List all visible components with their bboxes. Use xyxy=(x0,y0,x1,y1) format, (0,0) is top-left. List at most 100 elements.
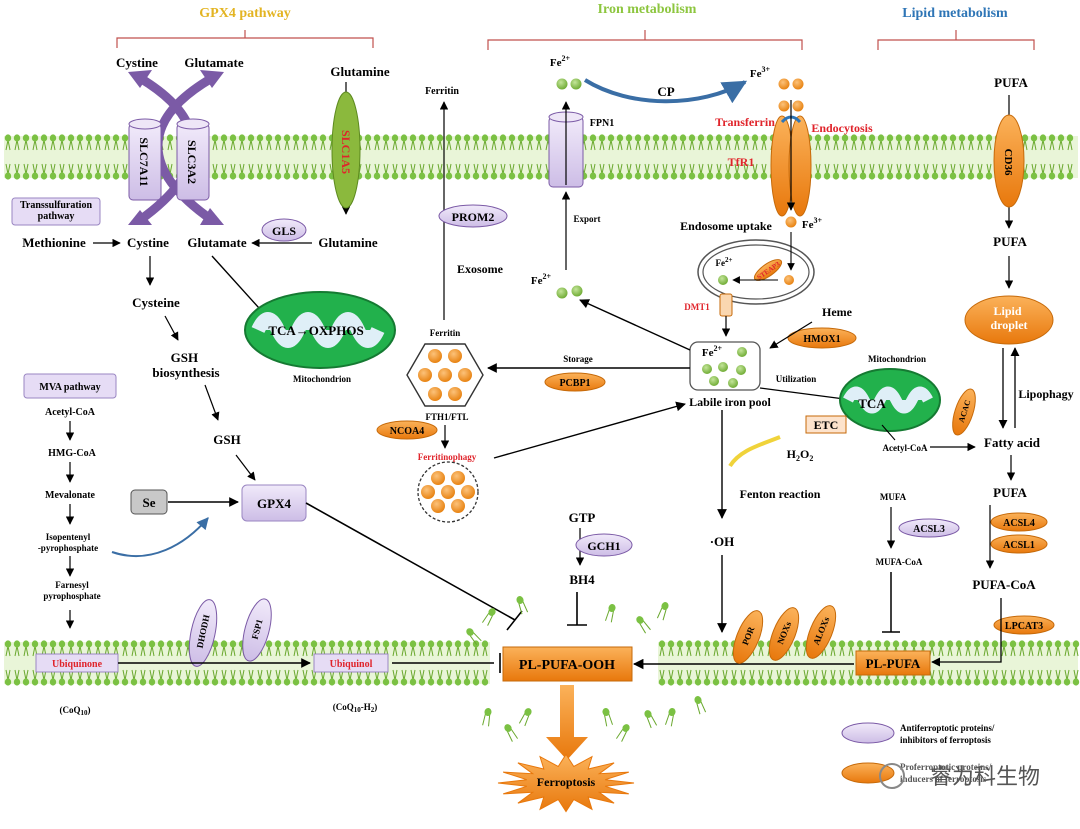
slc7a11-transporter: SLC7A11 xyxy=(128,118,162,201)
lipid-droplet-text: Lipid xyxy=(993,304,1021,318)
mva-step-acetylcoa: Acetyl-CoA xyxy=(45,407,96,418)
transferrin-label: Transferrin xyxy=(715,115,775,129)
tfr1-label: TfR1 xyxy=(728,155,755,169)
mva-step-mevalonate: Mevalonate xyxy=(45,490,96,501)
legend-pro-text: Proferroptotic proteins/ inducers of fer… xyxy=(900,762,993,784)
h2o2-label: H2O2 xyxy=(787,447,814,463)
ferroptosis-arrow xyxy=(546,685,588,760)
ncoa4-label: NCOA4 xyxy=(390,426,424,437)
heme-label: Heme xyxy=(822,305,853,319)
endosome: Fe2+ STEAP3 xyxy=(697,232,815,305)
noxs-enzyme: NOXs xyxy=(768,607,800,661)
lipophagy-label: Lipophagy xyxy=(1018,387,1073,401)
acsl3-label: ACSL3 xyxy=(913,524,945,535)
pufa-top-label: PUFA xyxy=(994,75,1028,90)
cd36-label: CD36 xyxy=(1002,149,1014,176)
pl-pufa-label: PL-PUFA xyxy=(866,656,921,671)
cp-label: CP xyxy=(657,84,674,99)
acsl1-label: ACSL1 xyxy=(1003,540,1035,551)
bh4-label: BH4 xyxy=(569,572,595,587)
mitochondrion-right: Mitochondrion TCA xyxy=(839,354,941,432)
pufa-2-label: PUFA xyxy=(993,234,1027,249)
legend-anti-swatch xyxy=(841,722,895,744)
hmox1-label: HMOX1 xyxy=(803,334,840,345)
watermark-text: 睿为科生物 xyxy=(930,764,1040,789)
pl-pufa-ooh-label: PL-PUFA-OOH xyxy=(519,658,615,673)
ncoa4-protein: NCOA4 xyxy=(376,420,438,440)
mitochondrion-left-label: Mitochondrion xyxy=(293,374,351,384)
slc3a2-transporter: SLC3A2 xyxy=(176,118,210,201)
ferritinophagy-label: Ferritinophagy xyxy=(418,452,477,462)
gsh-biosynthesis-label: GSH biosynthesis xyxy=(152,350,219,380)
section-header-lipid: Lipid metabolism xyxy=(877,6,1035,50)
gsh-biosynthesis-text: GSH xyxy=(171,350,198,365)
legend-anti-label: Antiferroptotic proteins/ xyxy=(900,723,995,733)
gsh-label: GSH xyxy=(213,432,240,447)
legend-anti-text: Antiferroptotic proteins/ inhibitors of … xyxy=(900,723,997,745)
pufa-3-label: PUFA xyxy=(993,485,1027,500)
gch1-label: GCH1 xyxy=(587,539,620,553)
fpn1-transporter: FPN1 xyxy=(548,101,614,188)
tca-oxphos-label: TCA→OXPHOS xyxy=(268,323,363,338)
autophagosome xyxy=(417,461,479,523)
ferroptosis-burst: Ferroptosis xyxy=(497,753,635,813)
ferritin-cage xyxy=(406,343,484,407)
pcbp1-label: PCBP1 xyxy=(559,378,590,389)
acsl1-enzyme: ACSL1 xyxy=(990,534,1048,554)
lip-label: Labile iron pool xyxy=(689,395,771,409)
glutamine-extracellular-label: Glutamine xyxy=(330,64,389,79)
endosome-uptake-label: Endosome uptake xyxy=(680,219,772,233)
glutamine-label: Glutamine xyxy=(318,235,377,250)
prom2-protein: PROM2 xyxy=(438,204,508,228)
watermark: 睿为科生物 xyxy=(879,763,1040,789)
gls-enzyme: GLS xyxy=(261,218,307,242)
gpx4-label: GPX4 xyxy=(257,496,291,511)
utilization-label: Utilization xyxy=(776,374,817,384)
etc-label: ETC xyxy=(814,418,839,432)
section-title-lipid: Lipid metabolism xyxy=(902,6,1008,21)
fsp1-protein: FSP1 xyxy=(242,598,272,662)
gch1-enzyme: GCH1 xyxy=(575,533,633,557)
slc1a5-transporter: SLC1A5 xyxy=(331,82,361,215)
storage-label: Storage xyxy=(563,354,593,364)
mitochondrion-left: TCA→OXPHOS Mitochondrion xyxy=(244,291,396,384)
glutamate-label: Glutamate xyxy=(187,235,246,250)
tfr1-receptor xyxy=(770,100,812,217)
coq10-label: (CoQ10) xyxy=(60,705,91,717)
etc-box: ETC xyxy=(805,415,847,434)
pcbp1-protein: PCBP1 xyxy=(544,372,606,392)
mufa-label: MUFA xyxy=(880,492,907,502)
tca-right-label: TCA xyxy=(858,396,886,411)
selenium-box: Se xyxy=(130,489,168,515)
export-label: Export xyxy=(574,214,601,224)
legend-pro-label: Proferroptotic proteins/ xyxy=(900,762,992,772)
pl-pufa-ooh-box: PL-PUFA-OOH xyxy=(502,646,633,682)
lpcat3-enzyme: LPCAT3 xyxy=(993,615,1055,635)
aloxs-enzyme: ALOXs xyxy=(805,605,837,659)
lpcat3-label: LPCAT3 xyxy=(1005,621,1043,632)
ferroptosis-label: Ferroptosis xyxy=(537,775,596,789)
cystine-extracellular-label: Cystine xyxy=(116,55,158,70)
por-enzyme: POR xyxy=(732,610,764,664)
mva-title: MVA pathway xyxy=(39,382,100,393)
slc3a2-label: SLC3A2 xyxy=(185,140,199,184)
lipid-droplet: Lipid droplet xyxy=(964,295,1054,345)
section-header-iron: Iron metabolism xyxy=(487,2,803,50)
fe2-top-label: Fe2+ xyxy=(550,54,571,69)
se-label: Se xyxy=(143,495,156,510)
dmt1-label: DMT1 xyxy=(684,302,710,312)
labile-iron-pool: Fe2+ Labile iron pool xyxy=(689,341,772,409)
fatty-acid-label: Fatty acid xyxy=(984,435,1041,450)
acsl4-label: ACSL4 xyxy=(1003,518,1035,529)
exosome-label: Exosome xyxy=(457,262,504,276)
mufa-coa-label: MUFA-CoA xyxy=(876,557,923,567)
prom2-label: PROM2 xyxy=(452,210,495,224)
acetylcoa-label: Acetyl-CoA xyxy=(883,443,928,453)
scattered-lipids xyxy=(466,596,707,742)
lipid-droplet-label: Lipid droplet xyxy=(990,304,1027,332)
pl-pufa-box: PL-PUFA xyxy=(855,650,931,676)
fe3-mid-label: Fe3+ xyxy=(802,216,823,231)
